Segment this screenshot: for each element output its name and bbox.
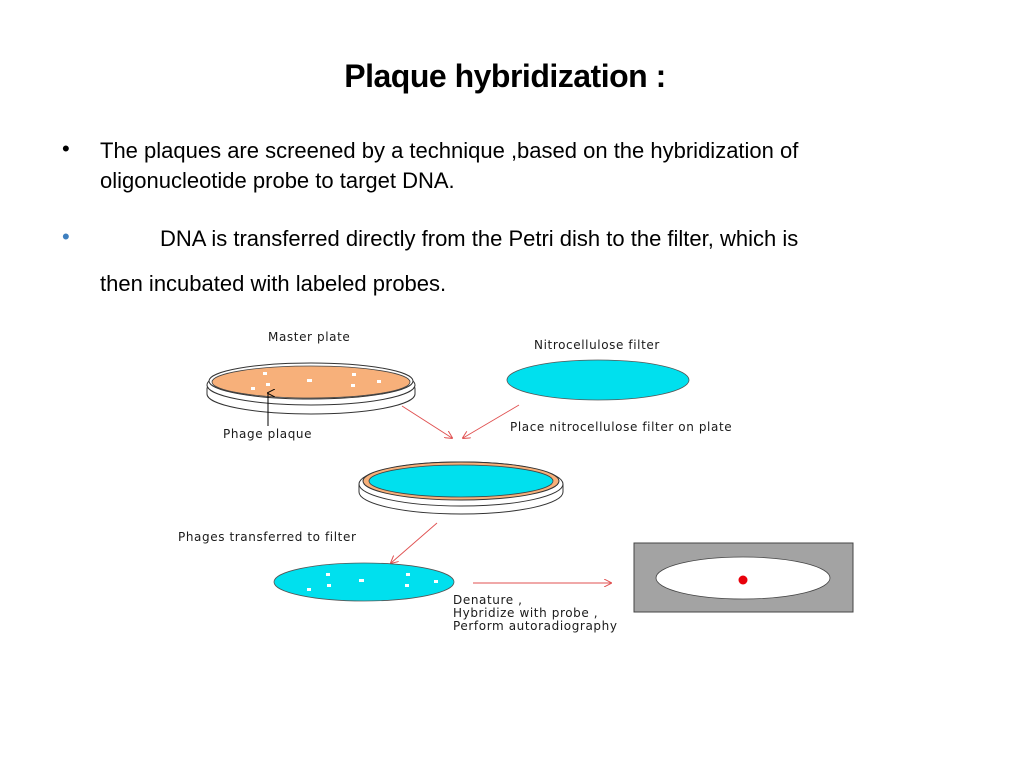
filter-on-plate [358,461,564,515]
page-title: Plaque hybridization : [344,58,666,94]
bullet-1-text: The plaques are screened by a technique … [100,136,980,196]
phages-transferred-label: Phages transferred to filter [178,530,357,544]
phage-plaque-label: Phage plaque [223,427,312,441]
bullet-marker: • [62,224,70,249]
filter-with-phages [273,562,455,602]
bullet-2-line-2: then incubated with labeled probes. [100,271,447,296]
arrow-filter-to-combined [463,404,520,438]
place-filter-label: Place nitrocellulose filter on plate [510,420,732,434]
bullet-2-line-1: DNA is transferred directly from the Pet… [160,226,799,251]
nitrocellulose-filter [506,359,690,401]
positive-signal-spot [738,575,748,585]
master-plate [206,362,416,415]
step-hybridize-label: Hybridize with probe , [453,606,598,620]
step-denature-label: Denature , [453,593,523,607]
phage-plaque-dots [251,372,381,390]
arrow-combined-to-transferred [391,522,438,563]
bullet-marker: • [62,136,70,161]
nitrocellulose-filter-label: Nitrocellulose filter [534,338,660,352]
bullet-1-line-2: oligonucleotide probe to target DNA. [100,168,455,193]
autoradiograph-film [633,542,854,613]
bullet-1-line-1: The plaques are screened by a technique … [100,138,799,163]
step-autoradiography-label: Perform autoradiography [453,619,618,633]
arrow-plate-to-combined [401,405,452,438]
master-plate-label: Master plate [268,330,350,344]
